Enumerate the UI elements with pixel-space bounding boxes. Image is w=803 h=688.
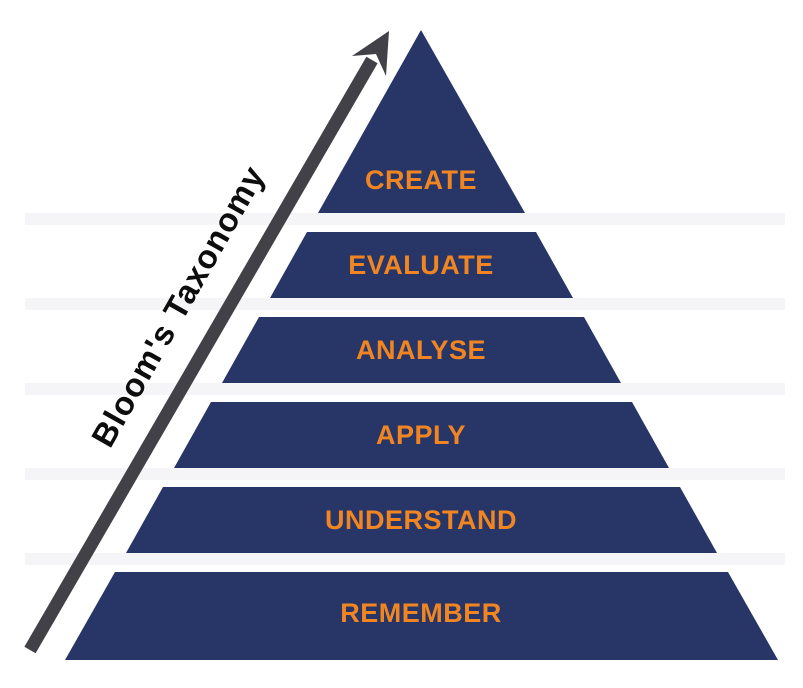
pyramid-level-analyse xyxy=(222,317,621,383)
level-label-understand: UNDERSTAND xyxy=(325,505,517,535)
level-label-apply: APPLY xyxy=(376,420,466,450)
pyramid-level-understand xyxy=(126,487,717,553)
pyramid-level-evaluate xyxy=(270,232,573,298)
level-label-analyse: ANALYSE xyxy=(356,335,486,365)
level-label-create: CREATE xyxy=(365,165,477,195)
pyramid-level-remember xyxy=(65,572,778,660)
level-label-evaluate: EVALUATE xyxy=(348,250,494,280)
row-stripe xyxy=(25,553,785,565)
arrow-shaft xyxy=(24,56,378,654)
row-stripe xyxy=(25,383,785,395)
pyramid-level-apply xyxy=(174,402,669,468)
pyramid-labels: CREATE EVALUATE ANALYSE APPLY UNDERSTAND… xyxy=(325,165,517,628)
row-stripe xyxy=(25,213,785,225)
row-stripe xyxy=(25,298,785,310)
level-label-remember: REMEMBER xyxy=(340,598,502,628)
pyramid-levels xyxy=(65,30,778,660)
pyramid-level-create xyxy=(318,30,525,213)
row-stripe xyxy=(25,468,785,480)
ascending-arrow xyxy=(24,31,389,654)
row-stripes xyxy=(25,213,785,565)
arrowhead-icon xyxy=(352,31,389,76)
